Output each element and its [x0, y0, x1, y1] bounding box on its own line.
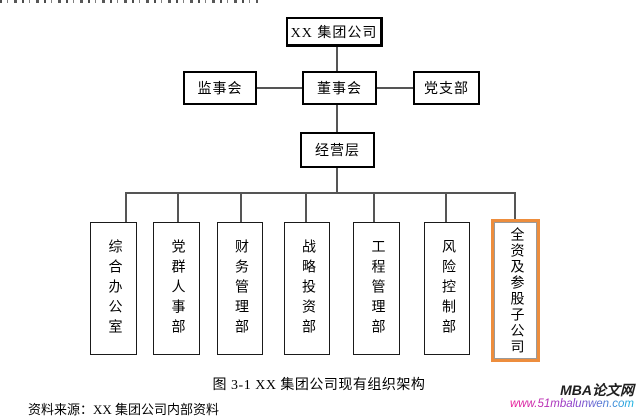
org-box-strategy-investment-dept: 战略投资部 — [284, 222, 330, 355]
org-box-group-company: XX 集团公司 — [286, 17, 383, 47]
connector-bus — [125, 192, 516, 194]
connector-stub-3 — [240, 192, 242, 222]
org-box-label: 风险控制部 — [440, 238, 455, 339]
org-box-risk-control-dept: 风险控制部 — [424, 222, 470, 355]
connector-stub-4 — [305, 192, 307, 222]
connector-stub-2 — [177, 192, 179, 222]
org-box-supervisory-board: 监事会 — [183, 71, 257, 105]
org-box-label: 综合办公室 — [106, 238, 122, 339]
connector-root-to-board — [336, 46, 338, 71]
org-box-management-level: 经营层 — [300, 132, 375, 168]
org-box-subsidiaries-highlighted: 全资及参股子公司 — [491, 219, 540, 362]
org-box-general-office: 综合办公室 — [90, 222, 137, 355]
connector-board-to-management — [336, 105, 338, 132]
org-box-label: 党支部 — [424, 82, 469, 97]
watermark-site-url: www.51mbalunwen.com — [509, 398, 634, 411]
org-box-finance-dept: 财务管理部 — [217, 222, 263, 355]
clipped-text-artifact — [0, 0, 258, 3]
connector-stub-7 — [514, 192, 516, 219]
org-box-label: 财务管理部 — [233, 238, 248, 339]
connector-management-to-bus — [336, 168, 338, 193]
org-box-label: XX 集团公司 — [290, 25, 378, 41]
org-box-party-branch: 党支部 — [413, 71, 480, 105]
org-box-party-personnel-dept: 党群人事部 — [153, 222, 200, 355]
connector-stub-5 — [373, 192, 375, 222]
org-box-label: 全资及参股子公司 — [508, 226, 524, 355]
watermark-site-name: MBA论文网 — [560, 382, 634, 398]
org-box-label: 战略投资部 — [300, 238, 315, 339]
connector-board-to-party — [377, 87, 413, 89]
figure-caption: 图 3-1 XX 集团公司现有组织架构 — [212, 378, 426, 393]
source-note: 资料来源：XX 集团公司内部资料 — [28, 402, 220, 417]
org-box-engineering-dept: 工程管理部 — [353, 222, 400, 355]
org-box-label: 党群人事部 — [169, 238, 185, 339]
connector-stub-6 — [445, 192, 447, 222]
org-box-board-of-directors: 董事会 — [302, 71, 377, 105]
org-box-label: 经营层 — [315, 144, 360, 159]
org-box-label: 工程管理部 — [369, 238, 385, 339]
org-box-label: 监事会 — [197, 82, 243, 97]
connector-stub-1 — [125, 192, 127, 222]
connector-supervisory-to-board — [257, 87, 303, 89]
watermark: MBA论文网 www.51mbalunwen.com — [510, 382, 634, 411]
org-box-label: 董事会 — [317, 82, 362, 97]
